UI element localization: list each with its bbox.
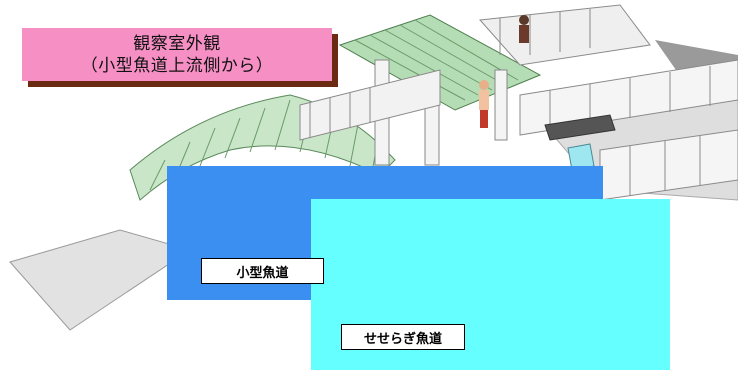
person-pink bbox=[479, 80, 489, 128]
grating bbox=[544, 114, 616, 141]
person-top bbox=[519, 15, 529, 43]
railings bbox=[299, 4, 738, 201]
title-line-2: （小型魚道上流側から） bbox=[80, 55, 274, 76]
title-box: 観察室外観 （小型魚道上流側から） bbox=[22, 28, 332, 81]
small-fishway-label: 小型魚道 bbox=[201, 258, 324, 284]
ground-left bbox=[9, 229, 192, 331]
seseragi-fishway-label: せせらぎ魚道 bbox=[341, 324, 465, 350]
title-line-1: 観察室外観 bbox=[133, 33, 221, 54]
